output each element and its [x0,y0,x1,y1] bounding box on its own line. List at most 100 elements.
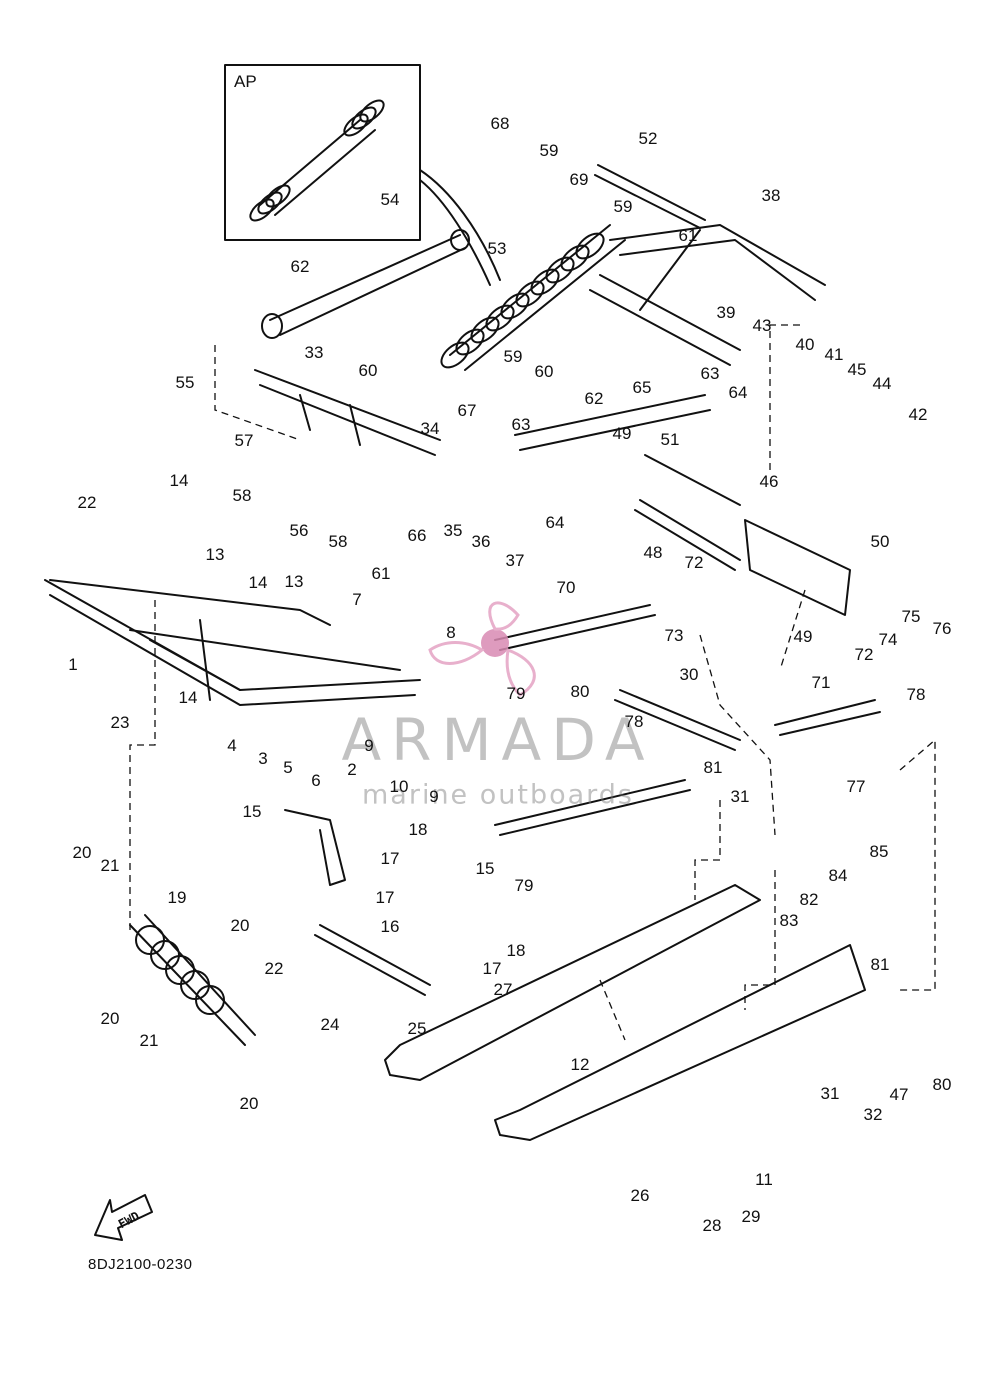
shaft-25 [314,924,431,996]
part-label: 58 [232,486,252,505]
part-label: 79 [506,684,526,703]
part-label: 80 [932,1075,952,1094]
shaft-39 [589,274,741,366]
part-label: 20 [239,1094,259,1113]
part-label: 81 [870,955,890,974]
part-label: 49 [793,627,813,646]
part-label: 4 [227,736,237,755]
part-label: 70 [556,578,576,597]
part-label: 25 [407,1019,427,1038]
part-label: 60 [534,362,554,381]
part-label: 15 [242,802,262,821]
part-label: 77 [846,777,866,796]
part-label: 52 [638,129,658,148]
part-label: 50 [870,532,890,551]
part-label: 31 [820,1084,840,1103]
part-label: 59 [503,347,523,366]
part-label: 9 [364,736,374,755]
main-frame-1 [44,579,421,706]
part-label: 46 [759,472,779,491]
part-label: 71 [811,673,831,692]
shaft-71 [774,699,881,736]
part-label: 53 [487,239,507,258]
part-label: 19 [167,888,187,907]
part-label: 36 [471,532,491,551]
part-label: 78 [906,685,926,704]
part-label: 21 [139,1031,159,1050]
rear-shock-19 [129,914,256,1046]
part-label: 64 [728,383,748,402]
part-label: 41 [824,345,844,364]
part-label: 45 [847,360,867,379]
part-label: 60 [358,361,378,380]
part-label: 26 [630,1186,650,1205]
part-label: 33 [304,343,324,362]
part-label: 37 [505,551,525,570]
part-label: 17 [380,849,400,868]
part-label: 18 [506,941,526,960]
part-label: 73 [664,626,684,645]
slide-rail-left [384,884,761,1081]
part-label: 20 [72,843,92,862]
shaft-48 [634,499,741,571]
part-label: 48 [643,543,663,562]
part-label: 18 [408,820,428,839]
part-label: 81 [703,758,723,777]
rod-62-upper [269,234,466,336]
part-label: 29 [741,1207,761,1226]
part-label: 59 [539,141,559,160]
part-label: 17 [482,959,502,978]
part-label: 22 [77,493,97,512]
rod-52 [594,164,706,229]
part-label: 21 [100,856,120,875]
part-label: 59 [613,197,633,216]
part-label: 62 [290,257,310,276]
part-label: 79 [514,876,534,895]
part-label: 78 [624,712,644,731]
part-label: 2 [347,760,357,779]
part-label: 85 [869,842,889,861]
part-label: 14 [178,688,198,707]
part-label: 35 [443,521,463,540]
part-label: 12 [570,1055,590,1074]
part-label: 43 [752,316,772,335]
part-label: 66 [407,526,427,545]
part-label: 83 [779,911,799,930]
part-label: 56 [289,521,309,540]
part-label: 17 [375,888,395,907]
watermark-subtitle: marine outboards [361,779,635,811]
part-label: 27 [493,980,513,999]
part-label: 51 [660,430,680,449]
part-label: 82 [799,890,819,909]
part-label: 76 [932,619,952,638]
watermark-title: ARMADA [341,706,655,774]
part-label: 15 [475,859,495,878]
part-label: 5 [283,758,293,777]
spring-boot-inset-part [249,99,385,222]
part-label: 1 [68,655,78,674]
part-label: 57 [234,431,254,450]
part-label: 9 [429,787,439,806]
part-label: 24 [320,1015,340,1034]
shock-absorber-53 [440,224,626,371]
part-label: 30 [679,665,699,684]
part-label: 28 [702,1216,722,1235]
part-label: 8 [446,623,456,642]
part-label: 68 [490,114,510,133]
part-label: 67 [457,401,477,420]
rod-62-lower [514,394,711,451]
part-label: 61 [678,226,698,245]
part-label: 74 [878,630,898,649]
inset-box [224,64,421,241]
bracket-33 [254,369,441,456]
part-label: 22 [264,959,284,978]
part-label: 69 [569,170,589,189]
part-label: 13 [205,545,225,564]
part-label: 6 [311,771,321,790]
part-label: 3 [258,749,268,768]
strap-15 [284,809,346,886]
inset-label: AP [234,72,257,91]
watermark-logo [428,601,536,697]
part-label: 16 [380,917,400,936]
